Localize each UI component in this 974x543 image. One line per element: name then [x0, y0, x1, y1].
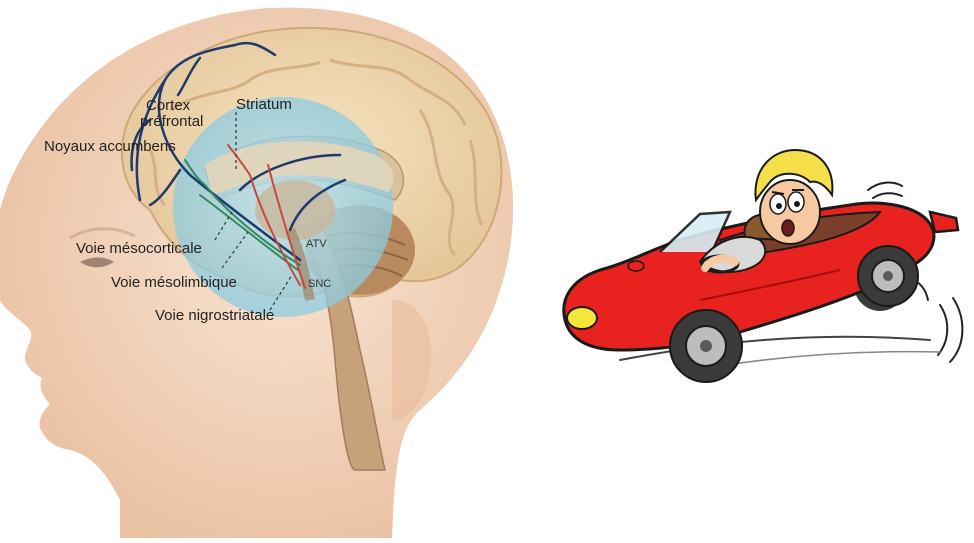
front-wheel	[670, 310, 742, 382]
label-voie-mesolimbique: Voie mésolimbique	[111, 275, 237, 291]
label-atv: ATV	[306, 236, 327, 252]
label-cortex-line2: préfrontal	[140, 114, 203, 130]
rear-wheel	[858, 246, 918, 306]
label-voie-nigrostriatale: Voie nigrostriatale	[155, 308, 274, 324]
car-illustration	[564, 150, 963, 382]
label-snc: SNC	[308, 276, 331, 292]
label-cortex-line1: Cortex	[146, 98, 190, 114]
label-noyaux-accumbens: Noyaux accumbens	[44, 139, 176, 155]
label-voie-mesocorticale: Voie mésocorticale	[76, 241, 202, 257]
label-striatum: Striatum	[236, 97, 292, 113]
headlight	[567, 307, 597, 329]
